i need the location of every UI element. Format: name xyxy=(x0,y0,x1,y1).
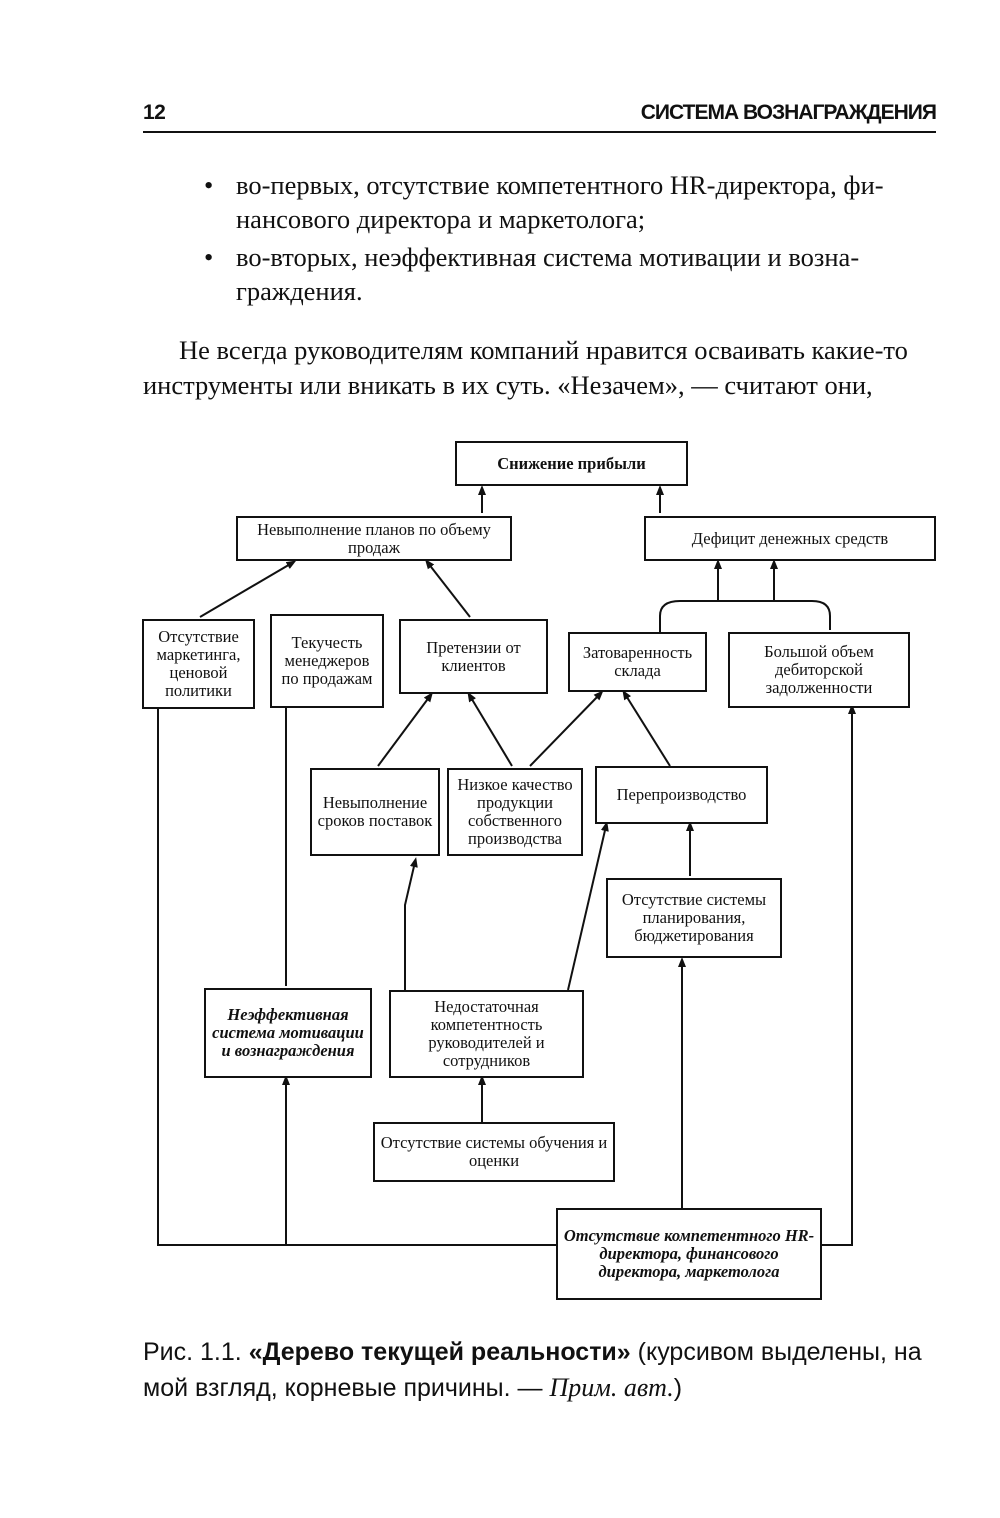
node-overproduction: Перепроизводство xyxy=(595,766,768,824)
bullet-dot-icon: • xyxy=(204,170,214,200)
header-rule xyxy=(143,131,936,133)
node-low-competence: Недостаточная компетентность руководител… xyxy=(389,990,584,1078)
figure-caption: Рис. 1.1. «Дерево текущей реальности» (к… xyxy=(143,1335,936,1406)
node-no-planning: Отсутствие системы планирования, бюджети… xyxy=(606,878,782,958)
page-number: 12 xyxy=(143,101,166,124)
node-no-competent-hr: Отсутствие компетентного HR-директора, ф… xyxy=(556,1208,822,1300)
node-late-delivery: Невыполнение сроков поставок xyxy=(310,768,440,856)
bullet-dot-icon: • xyxy=(204,242,214,272)
node-ineffective-motivation: Неэффективная система мотивации и вознаг… xyxy=(204,988,372,1078)
caption-middle: (курсивом выделены, на xyxy=(630,1338,922,1366)
caption-line2: мой взгляд, корневые причины. — xyxy=(143,1374,550,1402)
node-cash-deficit: Дефицит денежных средств xyxy=(644,516,936,561)
node-no-training: Отсутствие системы обучения и оценки xyxy=(373,1122,615,1182)
paragraph-line: Не всегда руководителям компаний нравитс… xyxy=(179,335,908,365)
caption-close: ) xyxy=(673,1374,683,1402)
paragraph-line: инструменты или вникать в их суть. «Неза… xyxy=(143,370,873,400)
bullet-line: нансового директора и маркетолога; xyxy=(236,204,646,234)
running-title: СИСТЕМА ВОЗНАГРАЖДЕНИЯ xyxy=(640,101,937,124)
bullet-item: • во-вторых, неэффективная система мотив… xyxy=(200,240,936,308)
caption-prefix: Рис. 1.1. xyxy=(143,1338,249,1366)
bullet-line: во-вторых, неэффективная система мотивац… xyxy=(236,242,860,272)
bullet-line: во-первых, отсутствие компетентного HR-д… xyxy=(236,170,884,200)
node-low-quality: Низкое качество продукции собственного п… xyxy=(447,768,583,856)
node-client-claims: Претензии от клиентов xyxy=(399,619,548,694)
node-no-marketing: Отсутствие маркетинга, ценовой политики xyxy=(142,619,255,709)
caption-note: Прим. авт. xyxy=(549,1373,674,1402)
bullet-list: • во-первых, отсутствие компетентного HR… xyxy=(200,168,936,312)
body-paragraph: Не всегда руководителям компаний нравитс… xyxy=(143,333,936,403)
node-profit-decline: Снижение прибыли xyxy=(455,441,688,486)
bullet-item: • во-первых, отсутствие компетентного HR… xyxy=(200,168,936,236)
bullet-line: граждения. xyxy=(236,276,363,306)
node-sales-plan-failure: Невыполнение планов по объему продаж xyxy=(236,516,512,561)
node-manager-turnover: Текучесть менеджеров по продажам xyxy=(270,614,384,708)
node-overstock: Затоваренность склада xyxy=(568,632,707,692)
caption-title: «Дерево текущей реальности» xyxy=(248,1338,631,1366)
node-receivables: Большой объем дебиторской задолженности xyxy=(728,632,910,708)
